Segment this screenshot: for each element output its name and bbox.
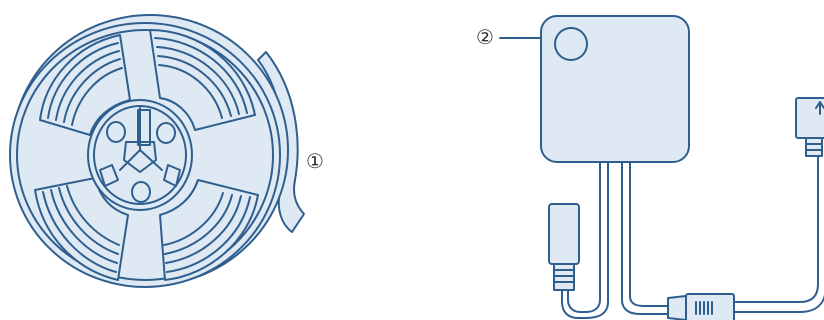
up-arrow-icon xyxy=(815,101,824,115)
callout-2-label: ② xyxy=(476,25,494,49)
hub-hole-bottom xyxy=(131,181,151,203)
dc-power-jack xyxy=(548,203,580,291)
reel-hub xyxy=(87,99,193,211)
cable-right xyxy=(621,161,669,315)
controller-assembly: ② xyxy=(476,15,824,320)
controller-button[interactable] xyxy=(554,27,588,61)
led-strip-reel xyxy=(9,14,305,288)
reel-window-top-left xyxy=(39,34,131,136)
reel-window-top-right xyxy=(149,29,256,131)
cable-left-inner xyxy=(561,161,609,319)
callout-1-label: ① xyxy=(306,149,324,173)
cable-left xyxy=(567,161,601,313)
inline-connector xyxy=(667,155,824,320)
hub-hole-top-left xyxy=(106,121,126,143)
reel-face xyxy=(16,29,274,281)
hub-hole-top-right xyxy=(156,122,176,144)
hub-spokes xyxy=(119,107,163,173)
cable-right-inner xyxy=(629,161,669,307)
usb-connector xyxy=(795,97,824,157)
reel-window-bottom-right xyxy=(159,179,259,281)
reel-window-bottom-left xyxy=(34,177,129,281)
